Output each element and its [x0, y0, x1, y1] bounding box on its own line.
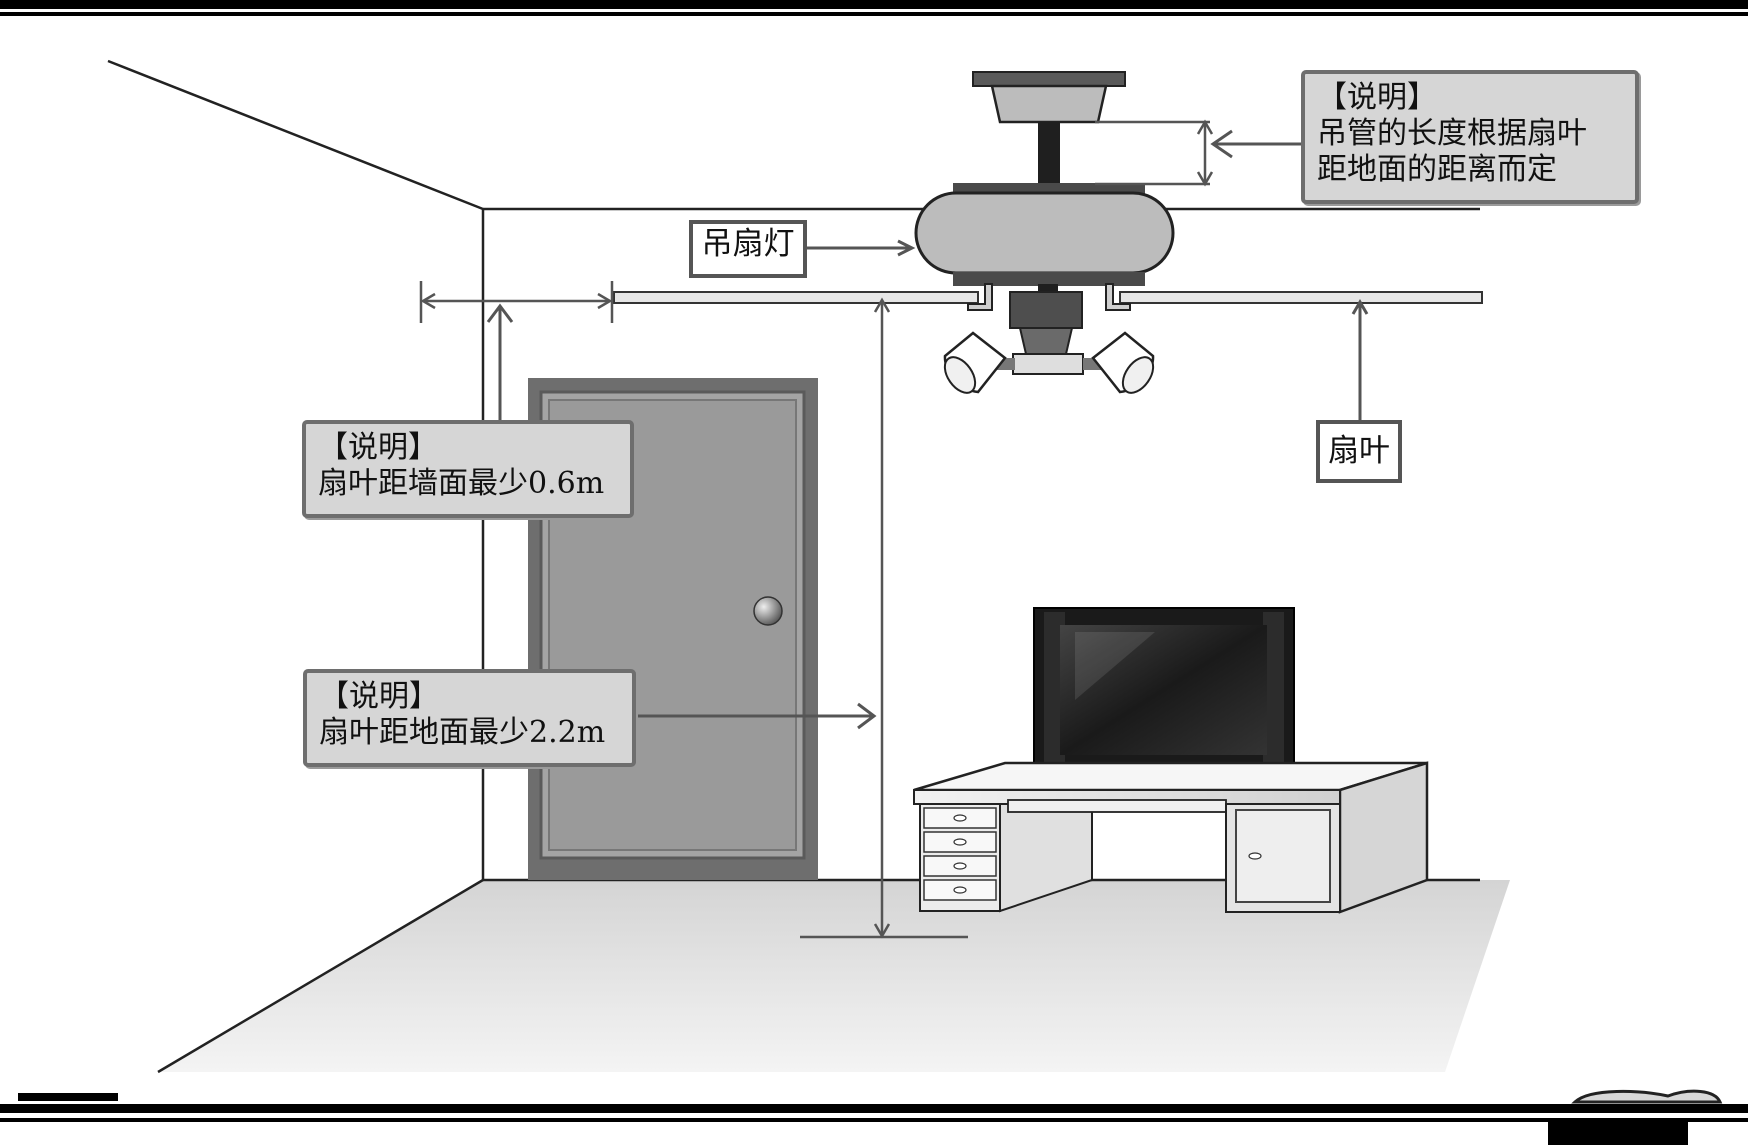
note-downrod-length: 【说明】 吊管的长度根据扇叶 距地面的距离而定: [1301, 70, 1639, 204]
door-knob: [753, 596, 783, 626]
note-wall-distance: 【说明】 扇叶距墙面最少0.6m: [302, 420, 634, 518]
note-text-line-2: 距地面的距离而定: [1317, 152, 1557, 187]
note-heading: 【说明】: [1317, 80, 1437, 115]
note-text-line-1: 扇叶距地面最少2.2m: [319, 715, 606, 750]
fan-blade-left: [613, 291, 979, 304]
note-text-line-1: 吊管的长度根据扇叶: [1317, 116, 1587, 151]
dimension-lines: [419, 119, 1214, 939]
note-heading: 【说明】: [319, 679, 439, 714]
note-floor-distance: 【说明】 扇叶距地面最少2.2m: [303, 669, 636, 767]
label-fan-light: 吊扇灯: [689, 220, 807, 278]
note-text-line-1: 扇叶距墙面最少0.6m: [318, 466, 605, 501]
leader-arrows: [486, 129, 1369, 730]
note-heading: 【说明】: [318, 430, 438, 465]
desk-drawers: [923, 807, 997, 901]
floor-left-edge: [157, 878, 484, 1074]
label-fan-blade: 扇叶: [1316, 420, 1402, 483]
ceiling-fan-light-icon: [613, 71, 1483, 394]
floor: [158, 880, 1510, 1072]
fan-blade-right: [1119, 291, 1483, 304]
ceiling-left-edge: [107, 59, 484, 211]
desk-icon: [913, 761, 1429, 914]
